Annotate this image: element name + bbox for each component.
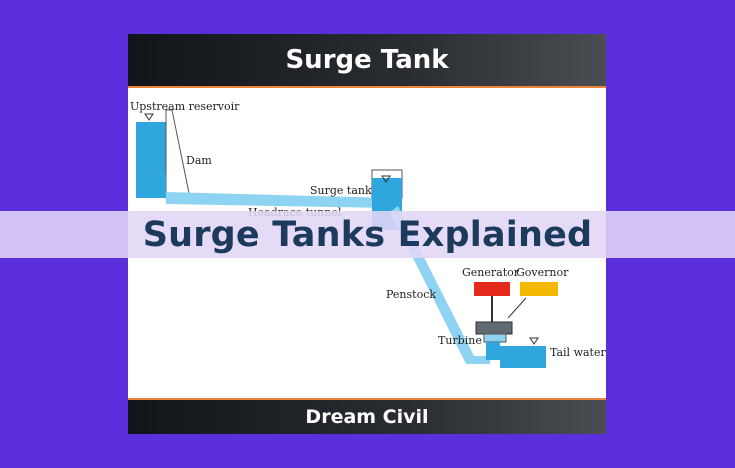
- label-penstock: Penstock: [386, 288, 436, 301]
- draft-tube: [486, 342, 500, 360]
- intake: [136, 174, 166, 198]
- title-banner: Surge Tanks Explained: [0, 211, 735, 258]
- label-tail-water: Tail water: [550, 346, 606, 359]
- label-generator: Generator: [462, 266, 520, 279]
- headrace-tunnel: [166, 192, 390, 208]
- generator-box: [474, 282, 510, 296]
- card-footer: Dream Civil: [128, 398, 606, 434]
- label-dam: Dam: [186, 154, 212, 167]
- reservoir-level-marker: [144, 113, 154, 121]
- label-surge-tank: Surge tank: [310, 184, 372, 197]
- footer-brand: Dream Civil: [305, 406, 429, 428]
- tail-water-pool: [500, 346, 546, 368]
- governor-arrow: [507, 297, 527, 319]
- card-header: Surge Tank: [128, 34, 606, 88]
- label-turbine: Turbine: [438, 334, 482, 347]
- governor-box: [520, 282, 558, 296]
- tail-water-level-marker: [529, 337, 539, 345]
- banner-title: Surge Tanks Explained: [142, 214, 593, 255]
- turbine-block: [475, 321, 513, 335]
- card-title: Surge Tank: [285, 45, 449, 75]
- label-governor: Governor: [516, 266, 569, 279]
- reservoir-water: [136, 122, 166, 174]
- surge-tank-level-marker: [381, 175, 391, 183]
- label-upstream-reservoir: Upstream reservoir: [130, 100, 240, 113]
- turbine-runner: [483, 333, 507, 343]
